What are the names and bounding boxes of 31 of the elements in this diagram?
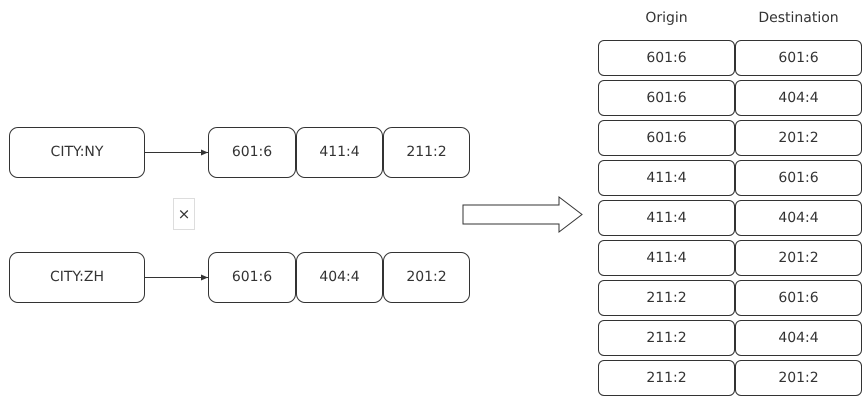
table-cell: 211:2 — [598, 280, 735, 316]
table-cell: 601:6 — [598, 120, 735, 156]
column-header: Destination — [757, 9, 840, 28]
table-cell: 404:4 — [735, 200, 862, 236]
arrow — [144, 150, 208, 156]
process-box: 211:2 — [383, 127, 470, 178]
process-box: 404:4 — [296, 252, 383, 303]
table-cell: 211:2 — [598, 320, 735, 356]
process-box: CITY:NY — [9, 127, 145, 178]
column-header: Origin — [644, 9, 689, 28]
table-cell: 201:2 — [735, 240, 862, 276]
table-cell: 411:4 — [598, 240, 735, 276]
table-cell: 601:6 — [735, 280, 862, 316]
table-cell: 601:6 — [735, 40, 862, 76]
process-box: 601:6 — [208, 127, 296, 178]
table-cell: 201:2 — [735, 360, 862, 396]
process-box: 201:2 — [383, 252, 470, 303]
table-cell: 211:2 — [598, 360, 735, 396]
table-cell: 404:4 — [735, 80, 862, 116]
process-box: 411:4 — [296, 127, 383, 178]
table-cell: 201:2 — [735, 120, 862, 156]
table-cell: 411:4 — [598, 160, 735, 196]
process-box: CITY:ZH — [9, 252, 145, 303]
table-cell: 601:6 — [735, 160, 862, 196]
process-box: 601:6 — [208, 252, 296, 303]
operator-box: × — [173, 198, 195, 230]
table-cell: 404:4 — [735, 320, 862, 356]
arrow — [144, 274, 208, 280]
table-cell: 411:4 — [598, 200, 735, 236]
table-cell: 601:6 — [598, 80, 735, 116]
table-cell: 601:6 — [598, 40, 735, 76]
